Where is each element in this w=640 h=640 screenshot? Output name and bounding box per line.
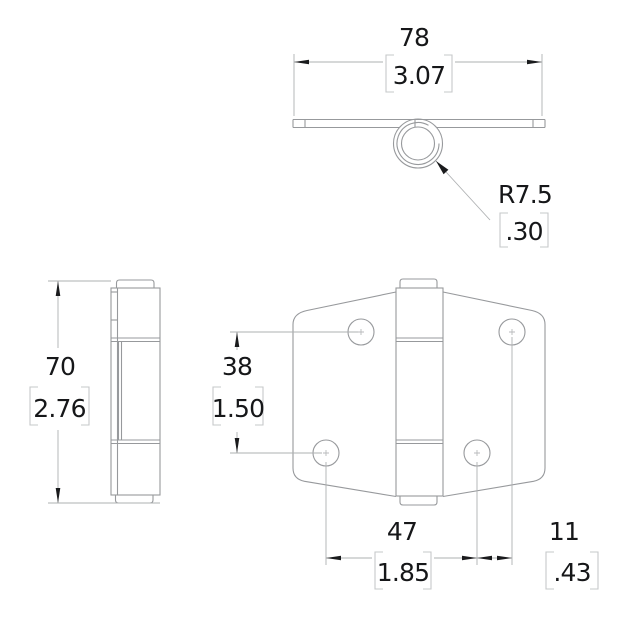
inch-bracket	[444, 54, 453, 93]
inch-bracket	[590, 551, 599, 590]
inch-bracket	[545, 551, 554, 590]
hole-vertical-spacing-mm-label: 38	[222, 352, 252, 381]
arrowhead	[436, 161, 449, 175]
arrowhead	[326, 555, 341, 561]
front-right-leaf	[442, 291, 546, 498]
arrowhead	[234, 332, 240, 347]
roll-radius-mm-label: R7.5	[498, 180, 552, 209]
inch-bracket	[212, 386, 221, 426]
inch-bracket	[499, 212, 508, 248]
overall-width-mm-label: 78	[399, 23, 429, 52]
overall-height-in-label: 2.76	[33, 394, 85, 423]
roll-radius-in-label: .30	[505, 217, 542, 246]
side-view: 70 2.76	[29, 279, 161, 504]
side-view-body	[110, 279, 161, 504]
front-left-leaf	[292, 291, 397, 498]
arrowhead	[55, 281, 61, 296]
front-barrel	[395, 278, 444, 506]
dim-hole-vertical-spacing: 38 1.50	[212, 331, 358, 454]
dim-hole-horizontal-offset: 11 .43	[477, 337, 599, 590]
arrowhead	[497, 555, 512, 561]
arrowhead	[477, 555, 492, 561]
top-view-plate	[292, 118, 546, 129]
arrowhead	[294, 59, 309, 65]
overall-width-in-label: 3.07	[393, 61, 445, 90]
barrel-bottom-cap	[399, 495, 438, 506]
barrel-top-cap	[399, 278, 438, 289]
dim-overall-width: 78 3.07	[293, 23, 543, 116]
top-view: 78 3.07 R7.5 .30	[292, 23, 553, 248]
inch-bracket	[255, 386, 264, 426]
arrowhead	[55, 488, 61, 503]
side-bottom-cap	[114, 494, 154, 504]
hole-horizontal-spacing-mm-label: 47	[387, 517, 417, 546]
hole-horizontal-offset-mm-label: 11	[549, 517, 579, 546]
hole-vertical-spacing-in-label: 1.50	[212, 394, 264, 423]
overall-height-mm-label: 70	[45, 352, 75, 381]
inch-bracket	[374, 551, 383, 590]
inch-bracket	[29, 386, 38, 426]
inch-bracket	[385, 54, 394, 93]
dim-hole-horizontal-spacing: 47 1.85	[325, 462, 478, 590]
inch-bracket	[81, 386, 90, 426]
dim-roll-radius: R7.5 .30	[435, 160, 553, 248]
front-view: 38 1.50 47 1.85 11 .43	[212, 278, 599, 590]
side-top-cap	[115, 279, 155, 289]
hole-horizontal-spacing-in-label: 1.85	[377, 558, 429, 587]
top-view-curl	[392, 118, 444, 169]
inch-bracket	[423, 551, 432, 590]
inch-bracket	[540, 212, 549, 248]
arrowhead	[234, 438, 240, 453]
dim-overall-height: 70 2.76	[29, 280, 160, 504]
hole-horizontal-offset-in-label: .43	[553, 558, 590, 587]
arrowhead	[462, 555, 477, 561]
arrowhead	[527, 59, 542, 65]
